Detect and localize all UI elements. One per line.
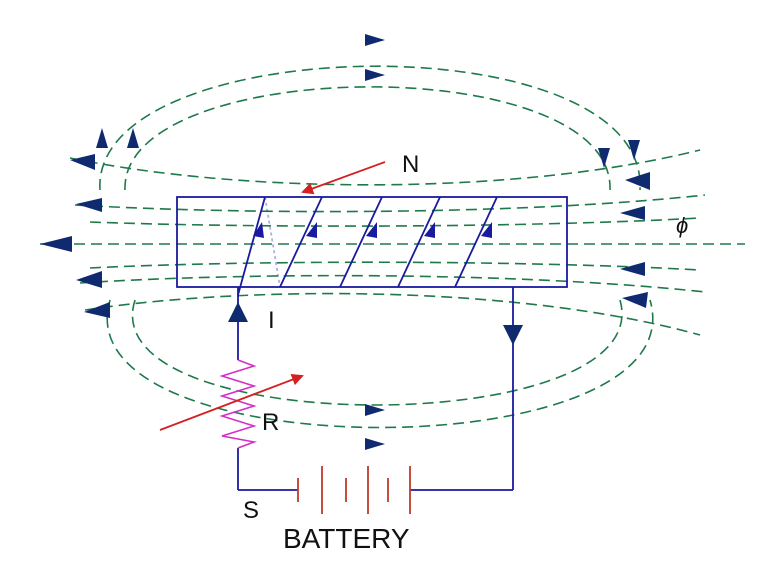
coil-current-arrows [253, 222, 492, 238]
field-arrow-loop-right-1 [598, 148, 610, 168]
field-line-upper-2 [74, 194, 706, 213]
resistor-adjust-arrow [159, 373, 304, 431]
field-arrows [40, 34, 650, 450]
field-arrow-top-outer [365, 34, 385, 46]
flux-label: ϕ [676, 213, 688, 238]
field-arrow-right-3 [620, 262, 645, 276]
coil-windings [237, 196, 498, 296]
field-loop-bottom-outer [106, 299, 654, 429]
north-pole-pointer [301, 161, 386, 195]
field-arrow-left-4 [84, 302, 110, 318]
field-arrow-left-2 [76, 198, 102, 212]
field-arrow-axis-left [40, 236, 72, 252]
field-arrow-bottom-outer [365, 438, 385, 450]
current-label: I [268, 307, 275, 334]
north-pole-label: N [402, 151, 419, 178]
battery-cells [297, 466, 411, 514]
field-arrow-right-2 [620, 206, 645, 220]
field-line-upper-3 [89, 217, 701, 227]
battery-label: BATTERY [283, 523, 410, 554]
field-arrow-bottom-inner [365, 404, 385, 416]
field-arrow-loop-right-2 [628, 140, 640, 160]
field-arrow-left-3 [76, 271, 102, 288]
field-arrow-top-inner [365, 69, 385, 81]
field-line-lower-3 [84, 292, 701, 336]
field-arrow-right-1 [625, 172, 650, 190]
field-loop-top-inner [124, 86, 611, 191]
field-loop-top-outer [99, 65, 641, 191]
field-arrow-loop-left-2 [127, 128, 139, 148]
current-arrow-down [503, 325, 523, 345]
field-loop-bottom-inner [131, 299, 623, 406]
field-line-upper-1 [69, 149, 701, 186]
resistor-label: R [262, 409, 279, 436]
field-arrow-left-1 [70, 154, 95, 170]
field-arrow-right-4 [622, 292, 648, 308]
circuit-wires [237, 287, 514, 491]
iron-core [176, 196, 568, 288]
switch-label: S [243, 497, 259, 524]
magnetic-field-lines [40, 65, 745, 429]
field-line-lower-1 [89, 261, 701, 271]
field-line-lower-2 [79, 274, 706, 293]
variable-resistor [219, 359, 257, 449]
current-arrow-up [228, 302, 248, 322]
field-arrow-loop-left-1 [96, 128, 108, 148]
